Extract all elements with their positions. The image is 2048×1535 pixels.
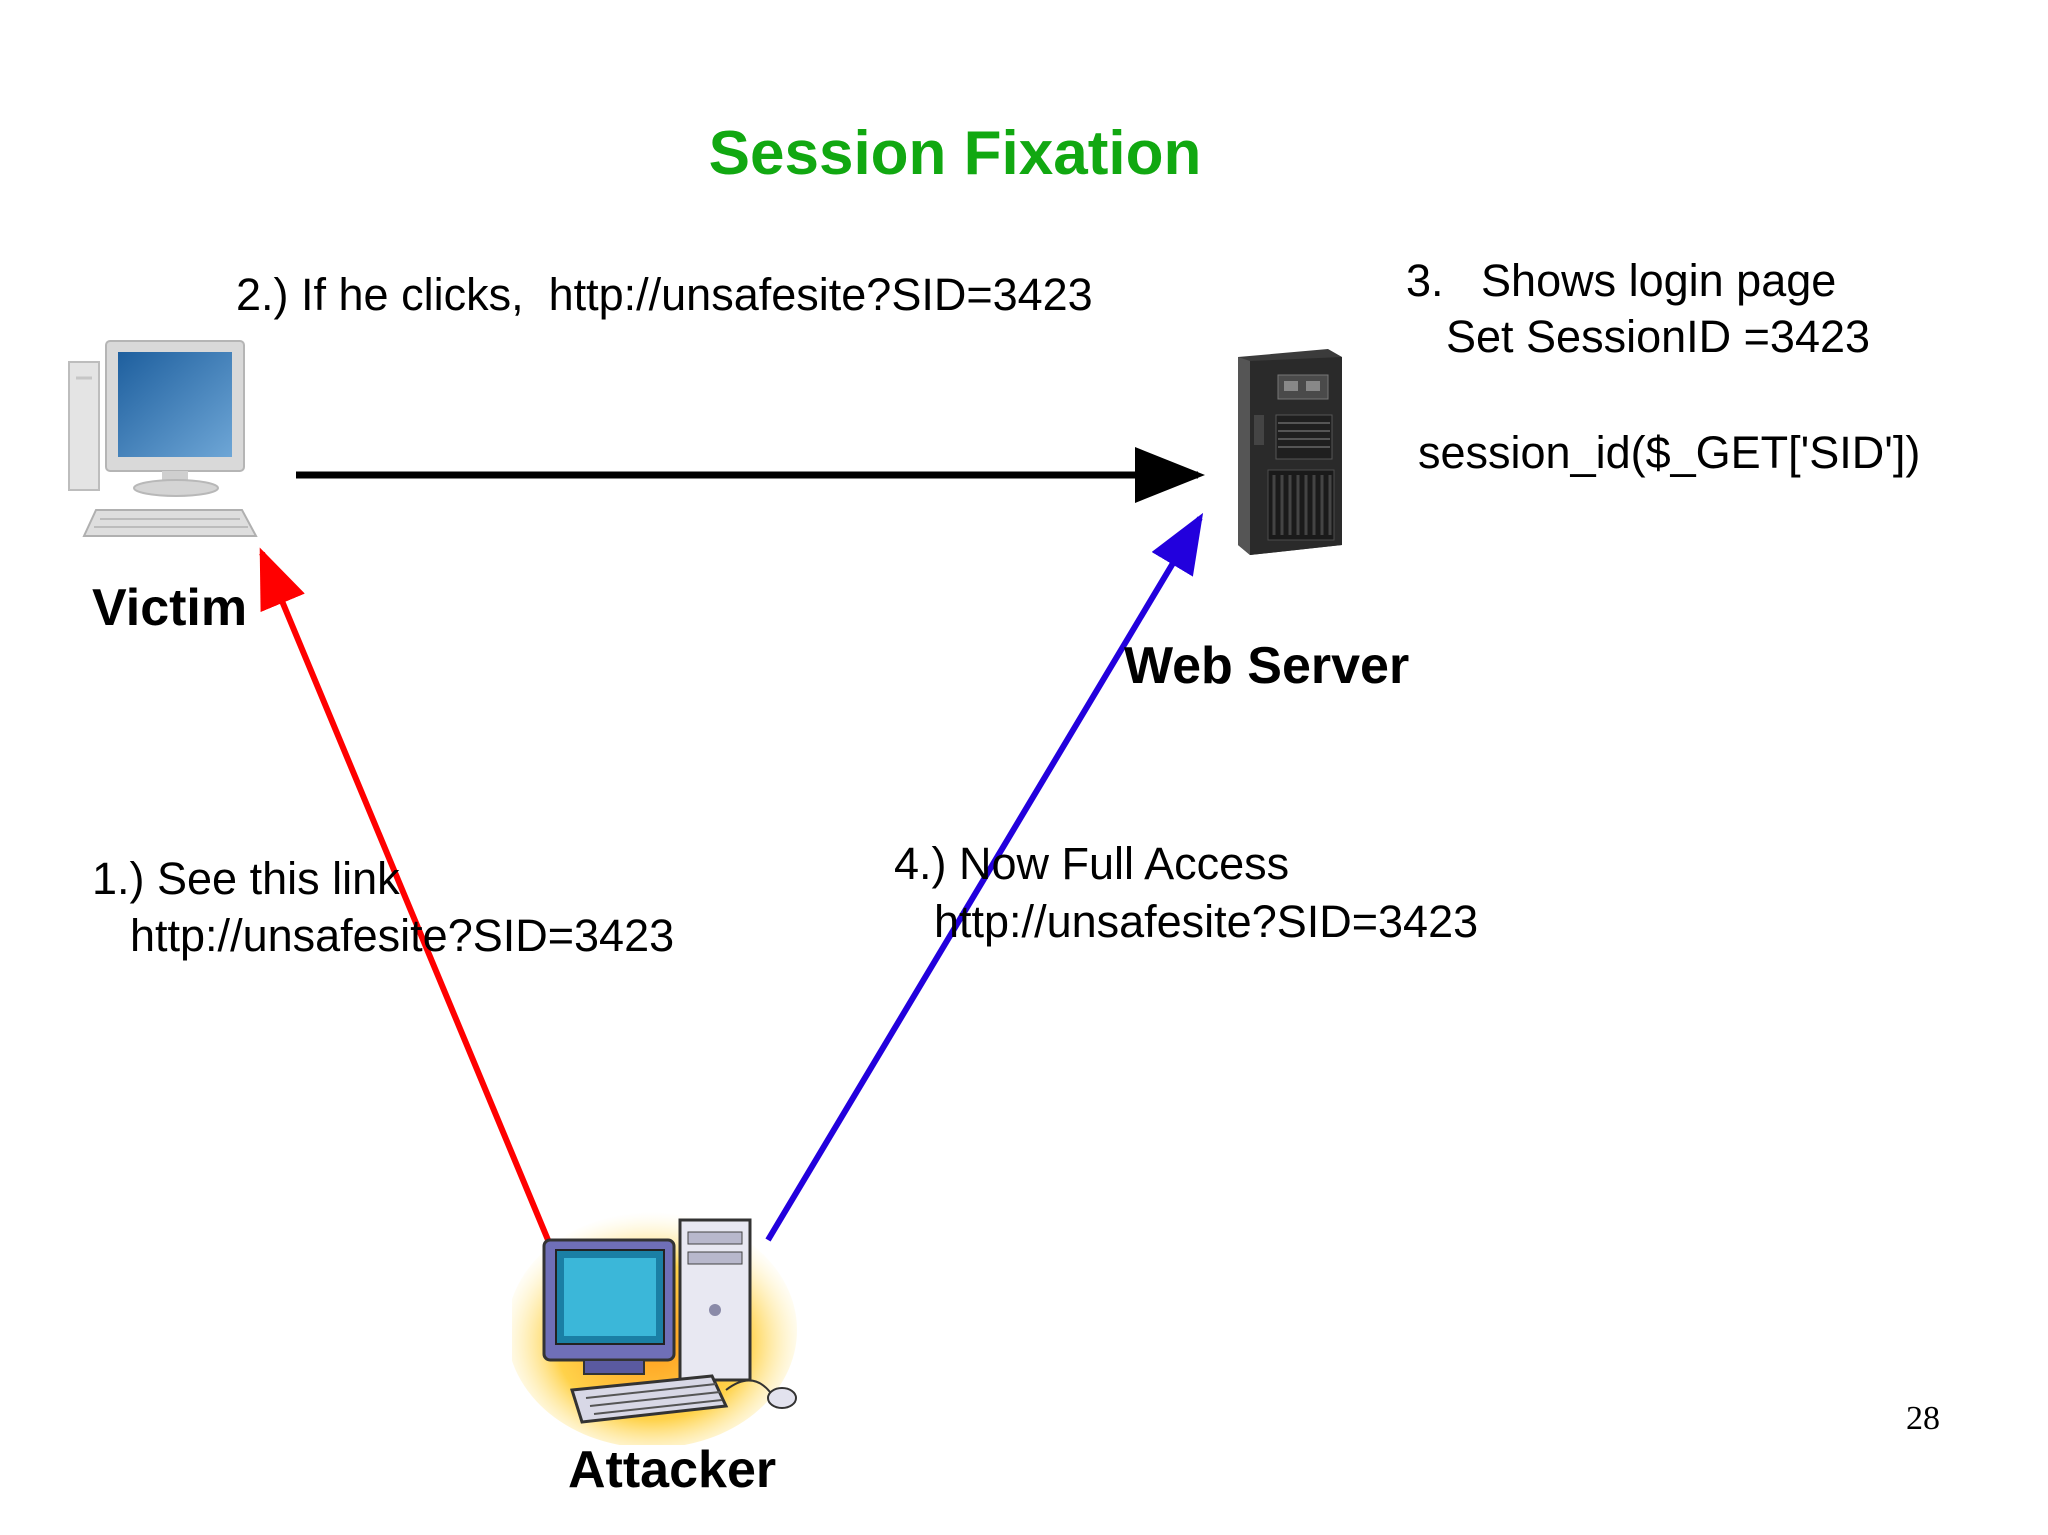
server-tower-icon: [1238, 349, 1342, 555]
web-server-label: Web Server: [1124, 637, 1410, 695]
step4-line2: http://unsafesite?SID=3423: [934, 896, 1479, 947]
attacker-label: Attacker: [568, 1441, 777, 1499]
desktop-computer-icon: [68, 340, 258, 537]
step3-line2: Set SessionID =3423: [1446, 311, 1871, 362]
step1-line2: http://unsafesite?SID=3423: [130, 910, 675, 961]
attacker-computer-icon: [512, 1212, 797, 1445]
step3-line3: session_id($_GET['SID']): [1418, 427, 1921, 478]
step3-line1: 3. Shows login page: [1406, 255, 1837, 306]
step1-line1: 1.) See this link: [92, 853, 400, 904]
arrow-attacker-to-server: [765, 512, 1204, 1242]
step4-line1: 4.) Now Full Access: [894, 838, 1290, 889]
step2-text: 2.) If he clicks, http://unsafesite?SID=…: [236, 269, 1093, 320]
slide-title: Session Fixation: [708, 119, 1202, 188]
page-number: 28: [1906, 1400, 1940, 1437]
arrow-attacker-to-victim: [259, 547, 551, 1242]
victim-label: Victim: [92, 579, 248, 637]
